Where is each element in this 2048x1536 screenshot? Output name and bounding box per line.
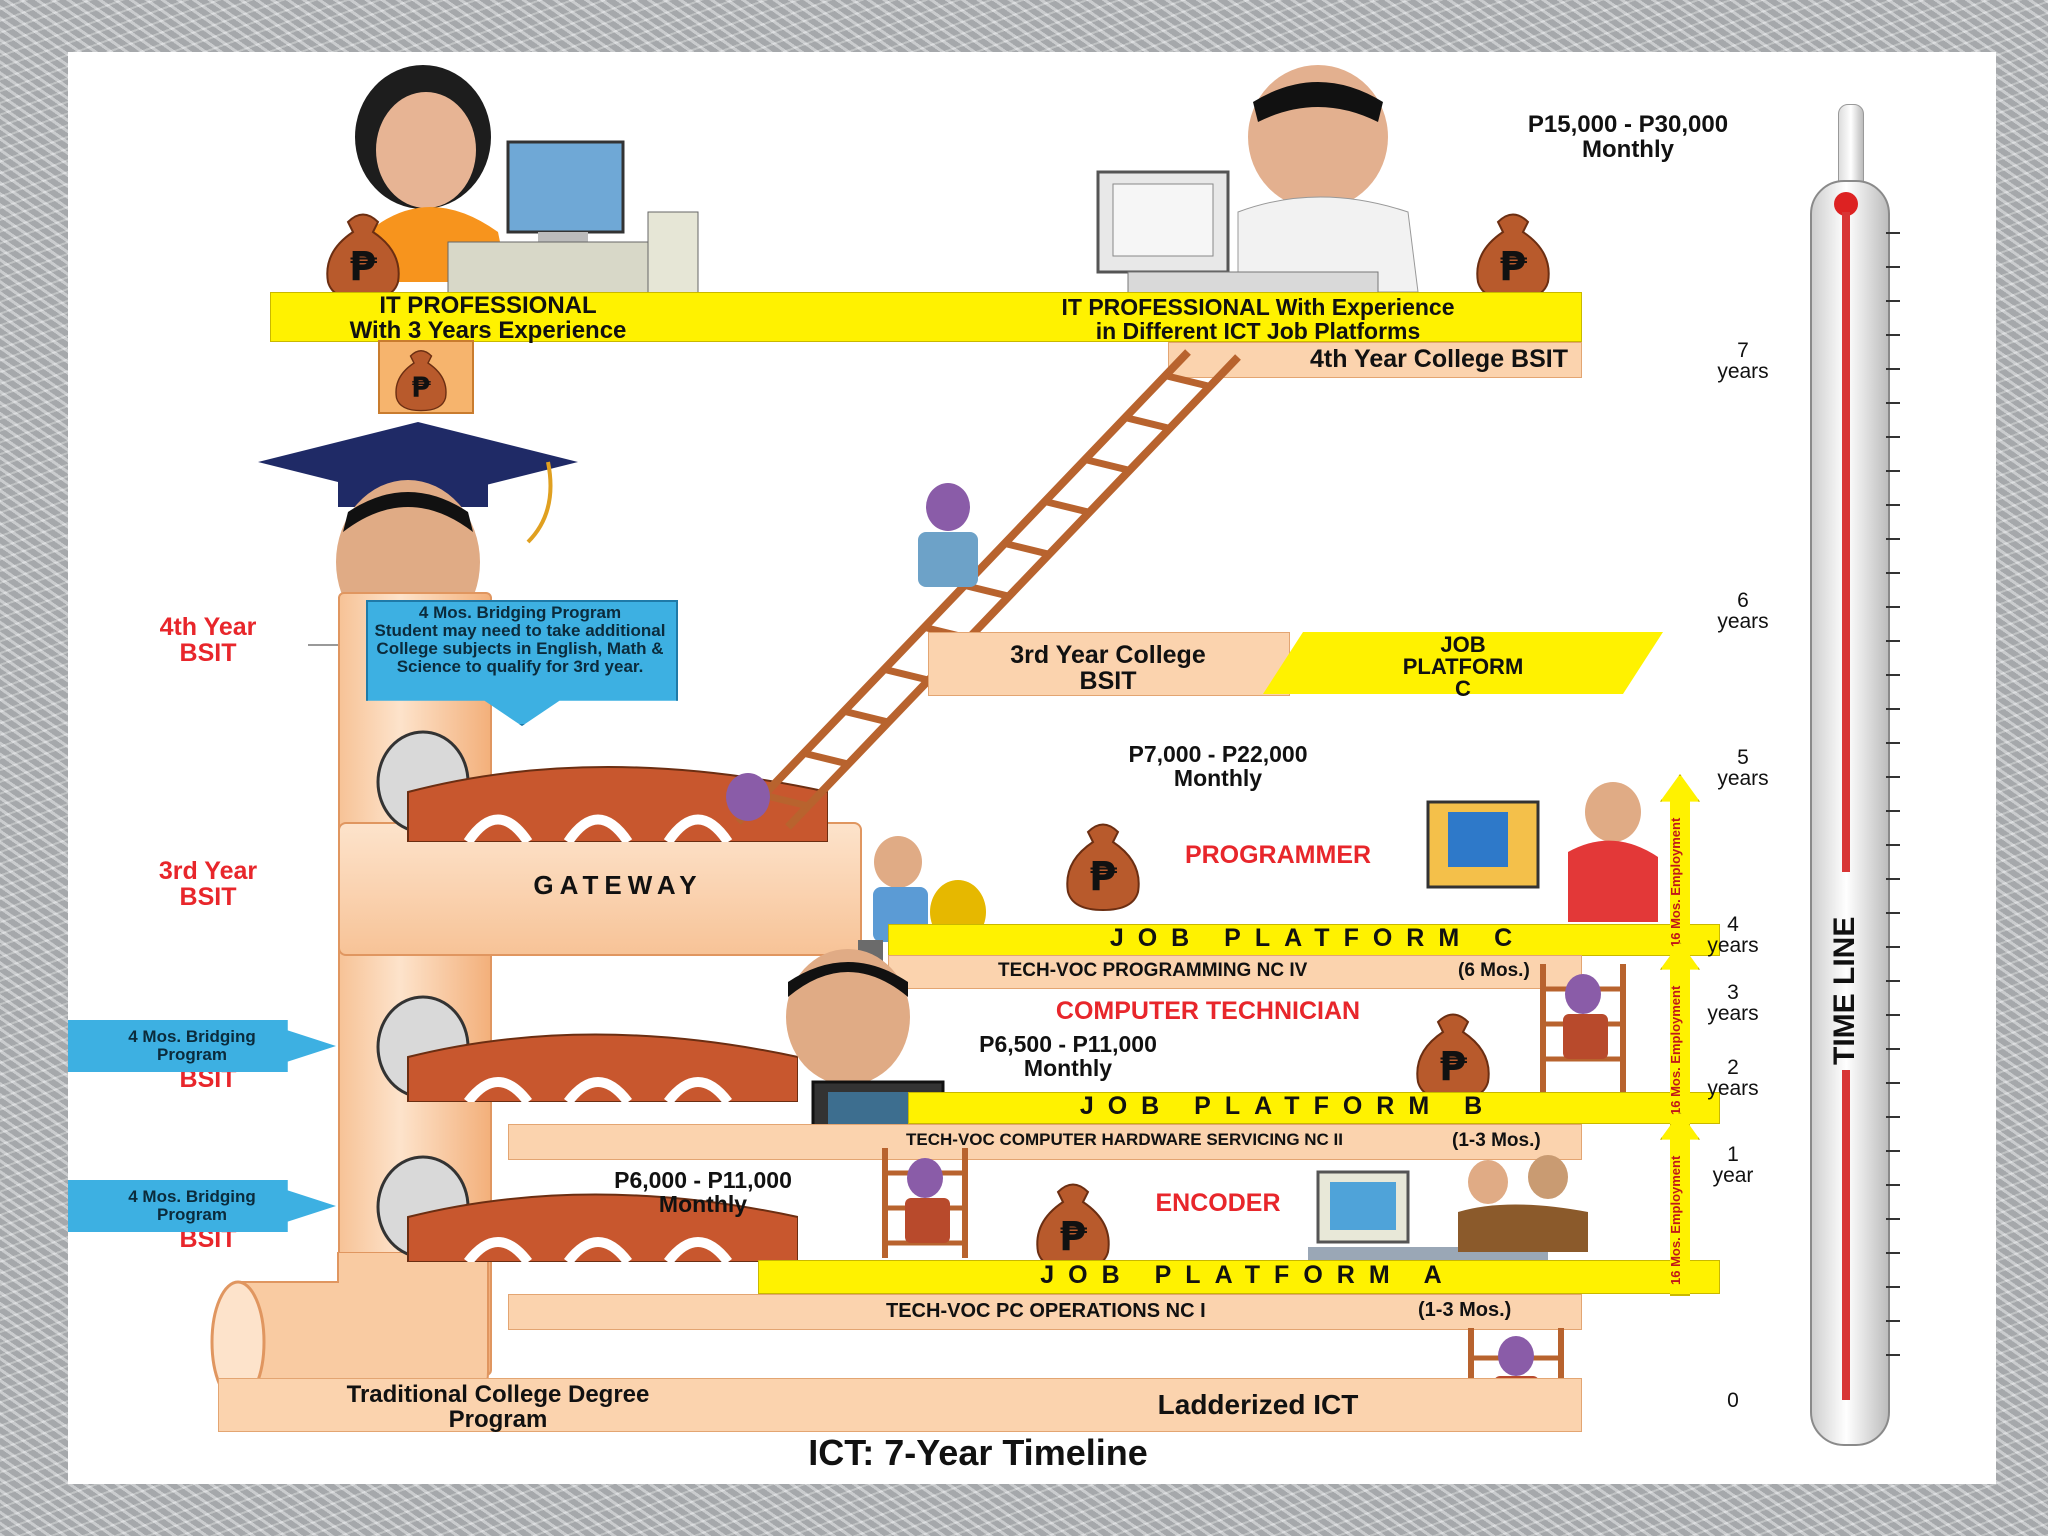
bridge-a [376,1155,798,1262]
bridging-callout-1-text: 4 Mos. Bridging Program [128,1027,256,1064]
it-professional-bar [270,292,1582,342]
techvoc-a-duration: (1-3 Mos.) [1418,1299,1512,1321]
bridging-program-text: 4 Mos. Bridging Program Student may need… [374,603,666,676]
timeline-mark-5: 5 years [1717,746,1769,790]
timeline-mark-3: 3 years [1707,981,1759,1025]
bridging-callout-2-text: 4 Mos. Bridging Program [128,1187,256,1224]
ladder [726,349,1241,830]
thermometer-mercury-top [1842,212,1850,872]
svg-text:₱: ₱ [1439,1044,1467,1090]
bridge-gateway [376,730,828,842]
job-programmer: PROGRAMMER [1184,841,1372,869]
salary-encoder: P6,000 - P11,000 Monthly [614,1167,792,1218]
svg-text:₱: ₱ [1089,854,1117,900]
timeline-mark-6: 6 years [1717,589,1769,633]
thermometer-mercury-bottom [1842,1070,1850,1400]
small-ladder-a [882,1148,968,1258]
svg-text:₱: ₱ [349,244,377,290]
money-bag-icon: ₱ [1036,1183,1110,1272]
job-platform-c-upper-label: JOB PLATFORM C [1402,632,1524,701]
money-bag-icon: ₱ [395,350,447,412]
traditional-program-label: Traditional College Degree Program [346,1381,650,1434]
money-bag-icon: ₱ [1476,213,1550,302]
techvoc-c-bar [888,955,1582,989]
salary-programmer: P7,000 - P22,000 Monthly [1128,741,1308,792]
programmer-illustration [1426,782,1658,922]
job-encoder: ENCODER [1155,1189,1281,1217]
techvoc-a-bar [508,1294,1582,1330]
timeline-mark-4: 4 years [1707,913,1759,957]
diagram-title: ICT: 7-Year Timeline [808,1432,1148,1473]
salary-technician: P6,500 - P11,000 Monthly [979,1031,1157,1082]
svg-text:₱: ₱ [1059,1214,1087,1260]
job-platform-a-bar [758,1260,1720,1294]
job-platform-b-bar [908,1092,1720,1124]
job-platform-c-upper [1263,632,1663,694]
money-bag-icon: ₱ [326,213,400,302]
thermometer-body [1810,180,1890,1446]
pipe-elbow [210,1252,489,1402]
salary-top: P15,000 - P30,000 Monthly [1527,111,1729,164]
employment-label-c: 16 Mos. Employment [1668,817,1683,947]
techvoc-b-duration: (1-3 Mos.) [1452,1130,1541,1151]
bridge-b [376,995,798,1102]
techvoc-c-duration: (6 Mos.) [1458,960,1530,981]
timeline-mark-2: 2 years [1707,1056,1759,1100]
ladderized-ict-label: Ladderized ICT [1157,1389,1359,1420]
timeline-mark-1: 1 year [1712,1143,1754,1187]
third-year-college-bar [928,632,1290,696]
it-professional-woman-illustration [355,65,699,323]
svg-text:₱: ₱ [1499,244,1527,290]
job-platform-b-label: JOB PLATFORM B [1079,1092,1497,1120]
job-platform-a-label: JOB PLATFORM A [1040,1261,1456,1289]
svg-text:₱: ₱ [411,371,431,404]
techvoc-c-name: TECH-VOC PROGRAMMING NC IV [998,960,1308,981]
bsit-3rd-year-label: 3rd Year BSIT [158,857,258,912]
money-bag-icon: ₱ [1066,823,1140,912]
timeline-mark-7: 7 years [1717,339,1769,383]
job-platform-c-label: JOB PLATFORM C [1109,924,1527,952]
bsit-4th-year-label: 4th Year BSIT [159,613,257,668]
employment-label-a: 16 Mos. Employment [1668,1155,1683,1285]
encoder-illustration [1308,1155,1588,1269]
third-year-college-label: 3rd Year College BSIT [1010,641,1206,696]
techvoc-a-name: TECH-VOC PC OPERATIONS NC I [886,1300,1206,1322]
techvoc-b-name: TECH-VOC COMPUTER HARDWARE SERVICING NC … [906,1130,1343,1149]
it-professional-platforms-label: IT PROFESSIONAL With Experience in Diffe… [1061,294,1455,345]
fourth-year-college-label: 4th Year College BSIT [1310,345,1568,373]
gateway-label: GATEWAY [533,870,703,900]
techvoc-b-bar [508,1124,1582,1160]
money-bag-icon: ₱ [1416,1013,1490,1102]
diagram-panel: P15,000 - P30,000 Monthly ₱ ₱ IT PROFESS… [68,52,1996,1484]
timeline-label: TIME LINE [1828,916,1861,1066]
job-computer-technician: COMPUTER TECHNICIAN [1055,997,1361,1025]
it-professional-3yr-label: IT PROFESSIONAL With 3 Years Experience [349,292,627,345]
small-ladder-b [1540,964,1626,1094]
employment-label-b: 16 Mos. Employment [1668,985,1683,1115]
thermometer-top [1838,104,1864,186]
base-bar [218,1378,1582,1432]
timeline-mark-0: 0 [1727,1389,1739,1412]
